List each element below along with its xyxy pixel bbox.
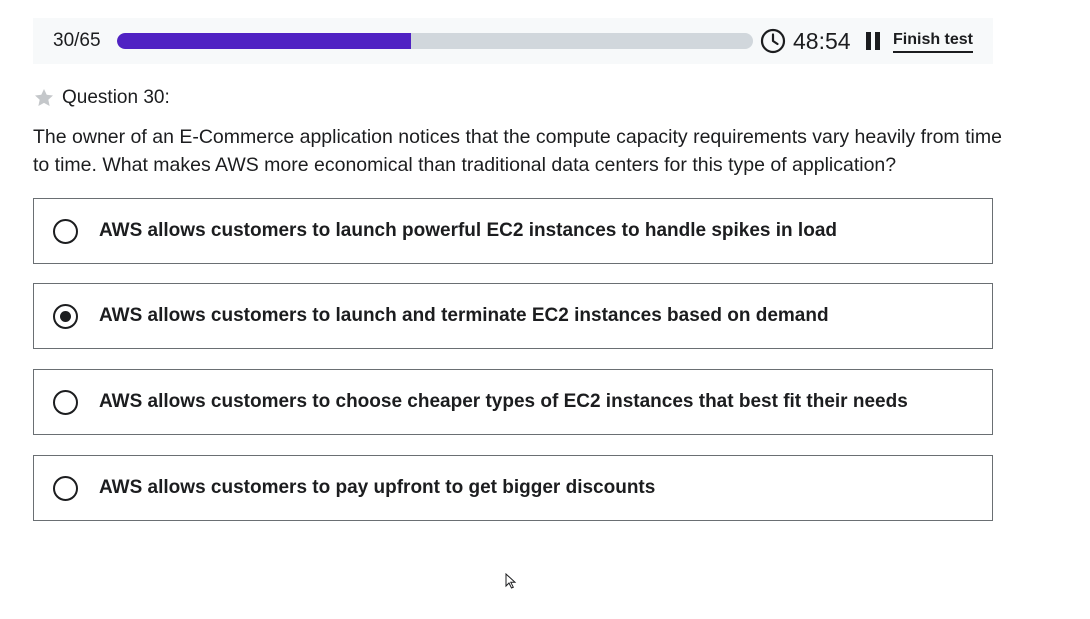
radio-button[interactable]	[53, 304, 78, 329]
answer-option-label: AWS allows customers to choose cheaper t…	[99, 391, 908, 412]
quiz-header-bar: 30/65 48:54 Finish test	[33, 18, 993, 64]
clock-icon	[760, 28, 786, 54]
mouse-cursor-icon	[505, 573, 517, 589]
question-number: Question 30:	[62, 87, 170, 108]
question-text: The owner of an E-Commerce application n…	[33, 126, 1002, 176]
radio-selected-dot	[60, 311, 71, 322]
answer-option-label: AWS allows customers to launch and termi…	[99, 305, 829, 326]
answer-option[interactable]: AWS allows customers to pay upfront to g…	[33, 455, 993, 521]
question-header: Question 30:	[33, 86, 170, 110]
progress-bar-fill	[117, 33, 411, 49]
pause-icon[interactable]	[865, 32, 881, 50]
progress-count: 30/65	[53, 30, 101, 51]
progress-bar	[117, 33, 753, 49]
answer-option[interactable]: AWS allows customers to launch powerful …	[33, 198, 993, 264]
answer-option[interactable]: AWS allows customers to choose cheaper t…	[33, 369, 993, 435]
answer-option-label: AWS allows customers to pay upfront to g…	[99, 477, 656, 498]
radio-button[interactable]	[53, 390, 78, 415]
radio-button[interactable]	[53, 476, 78, 501]
finish-test-button[interactable]: Finish test	[893, 30, 974, 53]
radio-button[interactable]	[53, 219, 78, 244]
answer-option[interactable]: AWS allows customers to launch and termi…	[33, 283, 993, 349]
timer-value: 48:54	[793, 28, 851, 54]
answer-option-label: AWS allows customers to launch powerful …	[99, 220, 837, 241]
star-icon[interactable]	[33, 87, 55, 109]
